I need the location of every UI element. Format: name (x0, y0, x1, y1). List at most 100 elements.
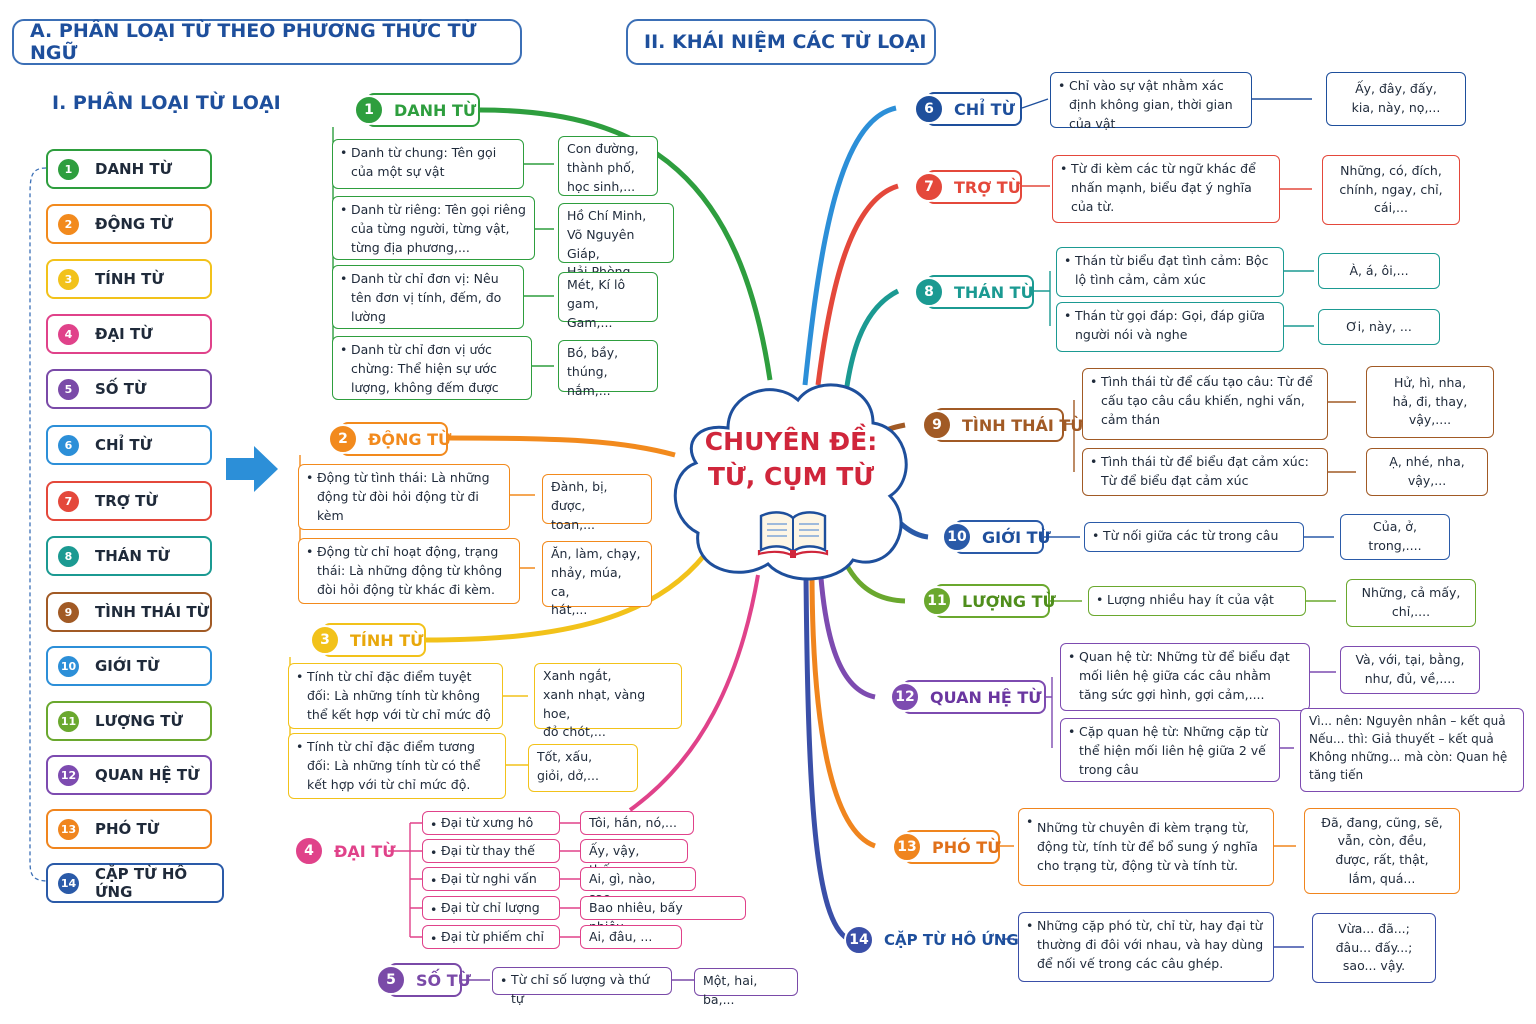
category-label: DANH TỪ (95, 160, 173, 178)
branch-quan-he-tu[interactable]: 12 QUAN HỆ TỪ (890, 680, 1046, 714)
branch-pho-tu[interactable]: 13 PHÓ TỪ (892, 830, 1001, 864)
danh-tu-item-4: Danh từ chỉ đơn vị ước chừng: Thể hiện s… (332, 336, 532, 400)
dai-tu-item: Đại từ thay thế (422, 839, 560, 863)
category-item[interactable]: 5 SỐ TỪ (46, 369, 212, 409)
chi-tu-item: Chỉ vào sự vật nhằm xác định không gian,… (1050, 72, 1252, 131)
category-label: CHỈ TỪ (95, 436, 153, 454)
branch-number: 10 (942, 522, 972, 552)
category-number: 3 (58, 268, 79, 290)
dai-tu-item: Đại từ phiếm chỉ (422, 925, 560, 949)
category-item[interactable]: 14 CẶP TỪ HÔ ỨNG (46, 863, 224, 903)
branch-dong-tu[interactable]: 2 ĐỘNG TỪ (328, 422, 451, 456)
so-tu-item: Từ chỉ số lượng và thứ tự (492, 967, 672, 1006)
branch-label: PHÓ TỪ (932, 837, 1001, 857)
than-tu-item-1: Thán từ biểu đạt tình cảm: Bộc lộ tình c… (1056, 247, 1284, 297)
section-i-title: I. PHÂN LOẠI TỪ LOẠI (52, 92, 281, 114)
branch-tro-tu[interactable]: 7 TRỢ TỪ (914, 170, 1022, 204)
branch-number: 4 (294, 836, 324, 866)
branch-label: TÌNH THÁI TỪ (962, 415, 1084, 435)
branch-number: 5 (376, 965, 406, 995)
dai-tu-item: Đại từ chỉ lượng (422, 896, 560, 920)
branch-number: 12 (890, 682, 920, 712)
branch-tinh-tu[interactable]: 3 TÍNH TỪ (310, 623, 426, 657)
branch-label: LƯỢNG TỪ (962, 591, 1056, 611)
branch-number: 1 (354, 95, 384, 125)
pho-tu-item: Những từ chuyên đi kèm trạng từ, động từ… (1018, 808, 1274, 886)
tinh-thai-tu-example-1: Hử, hì, nha, hả, đi, thay, vậy,.... (1366, 366, 1494, 438)
branch-label: THÁN TỪ (954, 282, 1034, 302)
danh-tu-example-3: Mét, Kí lô gam, Gam,... (558, 272, 658, 330)
category-label: SỐ TỪ (95, 380, 147, 398)
category-item[interactable]: 6 CHỈ TỪ (46, 425, 212, 465)
category-number: 6 (58, 434, 79, 456)
tinh-thai-tu-item-2: Tình thái từ để biểu đạt cảm xúc: Từ để … (1082, 448, 1328, 496)
category-number: 5 (58, 378, 79, 400)
tinh-thai-tu-item-1: Tình thái từ để cấu tạo câu: Từ để cấu t… (1082, 368, 1328, 440)
branch-number: 2 (328, 424, 358, 454)
branch-number: 8 (914, 277, 944, 307)
category-item[interactable]: 2 ĐỘNG TỪ (46, 204, 212, 244)
dai-tu-item: Đại từ nghi vấn (422, 867, 560, 891)
branch-luong-tu[interactable]: 11 LƯỢNG TỪ (922, 584, 1056, 618)
category-label: QUAN HỆ TỪ (95, 766, 200, 784)
dong-tu-item-1: Động từ tình thái: Là những động từ đòi … (298, 464, 510, 530)
quan-he-tu-example-1: Và, với, tại, bằng, như, đủ, về,.... (1340, 646, 1480, 694)
category-label: GIỚI TỪ (95, 657, 160, 675)
branch-label: ĐỘNG TỪ (368, 429, 452, 449)
category-item[interactable]: 10 GIỚI TỪ (46, 646, 212, 686)
danh-tu-example-2: Hồ Chí Minh, Võ Nguyên Giáp, Hải Phòng (558, 203, 674, 279)
branch-number: 3 (310, 625, 340, 655)
category-label: TRỢ TỪ (95, 492, 158, 510)
pho-tu-example: Đã, đang, cũng, sẽ, vẫn, còn, đều, được,… (1304, 808, 1460, 894)
category-number: 9 (58, 601, 79, 623)
category-label: TÍNH TỪ (95, 270, 164, 288)
luong-tu-item: Lượng nhiều hay ít của vật (1088, 586, 1306, 616)
branch-so-tu[interactable]: 5 SỐ TỪ (376, 963, 471, 997)
category-label: CẶP TỪ HÔ ỨNG (95, 865, 188, 901)
center-cloud (673, 383, 908, 581)
tinh-tu-item-1: Tính từ chỉ đặc điểm tuyệt đối: Là những… (288, 663, 503, 729)
category-label: ĐỘNG TỪ (95, 215, 174, 233)
dai-tu-item: Đại từ xưng hô (422, 811, 560, 835)
branch-tinh-thai-tu[interactable]: 9 TÌNH THÁI TỪ (922, 408, 1084, 442)
so-tu-example: Một, hai, ba,... (694, 968, 798, 1007)
branch-label: GIỚI TỪ (982, 527, 1051, 547)
book-icon (757, 511, 829, 558)
quan-he-tu-example-2: Vì... nên: Nguyên nhân – kết quả Nếu... … (1300, 708, 1524, 792)
category-label: ĐẠI TỪ (95, 325, 153, 343)
branch-dai-tu[interactable]: 4 ĐẠI TỪ (294, 834, 396, 868)
category-number: 11 (58, 710, 79, 732)
branch-gioi-tu[interactable]: 10 GIỚI TỪ (942, 520, 1051, 554)
category-number: 2 (58, 213, 79, 235)
branch-number: 11 (922, 586, 952, 616)
category-number: 7 (58, 490, 79, 512)
branch-label: DANH TỪ (394, 100, 477, 120)
branch-chi-tu[interactable]: 6 CHỈ TỪ (914, 92, 1022, 126)
branch-cap-tu-ho-ung[interactable]: 14 CẶP TỪ HÔ ỨNG (844, 923, 1019, 957)
dai-tu-example: Ai, đâu, ... (580, 925, 682, 949)
category-item[interactable]: 7 TRỢ TỪ (46, 481, 212, 521)
branch-number: 9 (922, 410, 952, 440)
category-label: PHÓ TỪ (95, 820, 160, 838)
branch-danh-tu[interactable]: 1 DANH TỪ (354, 93, 480, 127)
gioi-tu-item: Từ nối giữa các từ trong câu (1084, 522, 1304, 552)
danh-tu-example-1: Con đường, thành phố, học sinh,... (558, 136, 658, 196)
category-item[interactable]: 3 TÍNH TỪ (46, 259, 212, 299)
category-number: 14 (58, 872, 79, 894)
danh-tu-item-3: Danh từ chỉ đơn vị: Nêu tên đơn vị tính,… (332, 265, 524, 329)
category-label: THÁN TỪ (95, 547, 170, 565)
dong-tu-example-1: Đành, bị, được, toan,... (542, 474, 652, 532)
category-number: 10 (58, 655, 79, 677)
cap-tu-ho-ung-item: Những cặp phó từ, chỉ từ, hay đại từ thư… (1018, 912, 1274, 982)
dai-tu-example: Ai, gì, nào, sao,... (580, 867, 696, 905)
section-ii-header: II. KHÁI NIỆM CÁC TỪ LOẠI (626, 19, 936, 65)
branch-than-tu[interactable]: 8 THÁN TỪ (914, 275, 1034, 309)
center-title-line2: TỪ, CỤM TỪ (707, 461, 875, 491)
